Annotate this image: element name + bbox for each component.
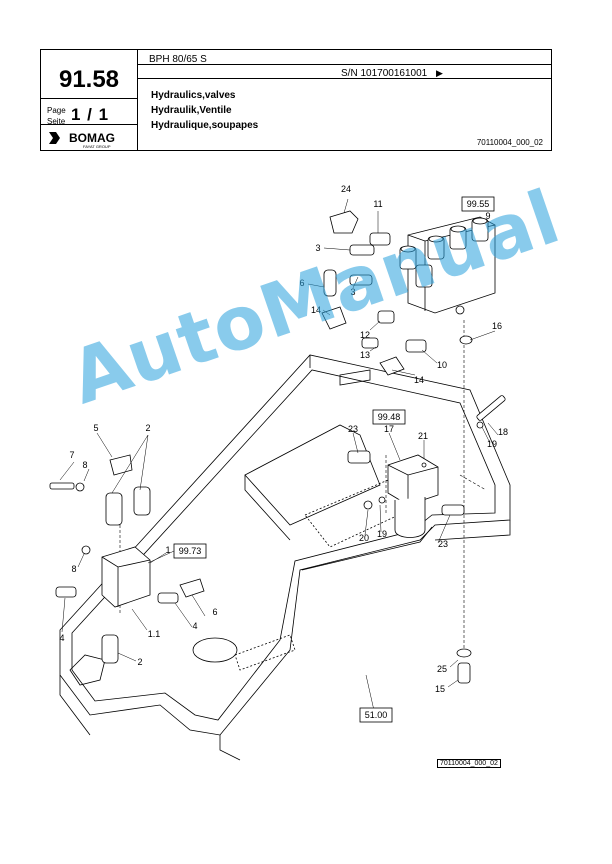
header-block: 91.58 Page Seite 1 / 1 BOMAG FAYAT GROUP… — [40, 49, 552, 151]
part-label: 1.1 — [148, 629, 161, 639]
section-titles: Hydraulics,valves Hydraulik,Ventile Hydr… — [151, 88, 258, 133]
page-label-en: Page — [47, 106, 66, 115]
part-label: 19 — [487, 439, 497, 449]
svg-text:99.48: 99.48 — [378, 412, 401, 422]
page-fraction: 1 / 1 — [71, 105, 110, 124]
part-label: 18 — [498, 427, 508, 437]
svg-text:99.55: 99.55 — [467, 199, 490, 209]
filter-assembly — [347, 450, 465, 538]
page-label: Page Seite — [47, 105, 66, 127]
part-label: 6 — [212, 607, 217, 617]
part-label: 13 — [360, 350, 370, 360]
bottom-right-parts — [456, 648, 472, 684]
bottom-reference: 70110004_000_02 — [437, 759, 501, 768]
reference-box: 99.73 — [173, 543, 207, 559]
reference-box: 51.00 — [359, 707, 393, 723]
bomag-logo-icon — [49, 132, 65, 144]
reference-box: 99.48 — [372, 409, 406, 425]
part-label: 3 — [350, 287, 355, 297]
play-arrow-icon: ▶ — [435, 68, 443, 78]
part-label: 9 — [485, 211, 490, 221]
part-label: 24 — [341, 184, 351, 194]
svg-text:99.73: 99.73 — [179, 546, 202, 556]
header-rule — [41, 98, 137, 99]
title-fr: Hydraulique,soupapes — [151, 120, 259, 131]
brand-name: BOMAG — [69, 131, 115, 145]
part-label: 2 — [145, 423, 150, 433]
part-label: 4 — [192, 621, 197, 631]
part-label: 19 — [377, 529, 387, 539]
part-label: 15 — [435, 684, 445, 694]
part-label: 7 — [69, 450, 74, 460]
header-divider — [137, 50, 138, 150]
part-label: 14 — [414, 375, 424, 385]
header-rule — [137, 64, 551, 65]
part-label: 16 — [492, 321, 502, 331]
part-labels: 24 11 9 3 6 3 14 12 13 16 10 14 18 19 23… — [59, 184, 508, 694]
part-label: 8 — [71, 564, 76, 574]
page-label-de: Seite — [47, 117, 66, 126]
part-label: 20 — [359, 533, 369, 543]
part-label: 21 — [418, 431, 428, 441]
chassis-frame — [59, 354, 511, 761]
part-label: 2 — [137, 657, 142, 667]
part-label: 1 — [165, 545, 170, 555]
header-rule — [41, 124, 137, 125]
part-label: 8 — [82, 460, 87, 470]
header-rule — [137, 78, 551, 79]
part-label: 23 — [348, 424, 358, 434]
page-number: 91.58 — [58, 66, 120, 93]
part-label: 4 — [59, 633, 64, 643]
part-label: 12 — [360, 330, 370, 340]
part-label: 10 — [437, 360, 447, 370]
bomag-logo: BOMAG FAYAT GROUP — [49, 131, 115, 149]
exploded-parts-diagram: 99.55 99.48 99.73 51.00 24 11 9 3 6 3 14… — [49, 184, 511, 761]
part-label: 11 — [373, 199, 382, 209]
fittings-top — [321, 210, 506, 429]
part-label: 6 — [299, 278, 304, 288]
doc-reference: 70110004_000_02 — [476, 138, 543, 147]
leader-lines — [59, 198, 499, 716]
part-label: 17 — [384, 424, 394, 434]
model-name: BPH 80/65 S — [149, 54, 207, 65]
serial-text: S/N 101700161001 — [341, 68, 428, 79]
brand-sub: FAYAT GROUP — [83, 144, 111, 149]
part-label: 14 — [311, 305, 321, 315]
serial-number: S/N 101700161001 ▶ — [341, 68, 443, 79]
title-en: Hydraulics,valves — [151, 90, 236, 101]
valve-block-assembly — [399, 216, 496, 315]
part-label: 5 — [93, 423, 98, 433]
reference-box: 99.55 — [461, 196, 495, 212]
part-label: 25 — [437, 664, 447, 674]
part-label: 3 — [315, 243, 320, 253]
title-de: Hydraulik,Ventile — [151, 105, 232, 116]
svg-text:51.00: 51.00 — [365, 710, 388, 720]
part-label: 23 — [438, 539, 448, 549]
